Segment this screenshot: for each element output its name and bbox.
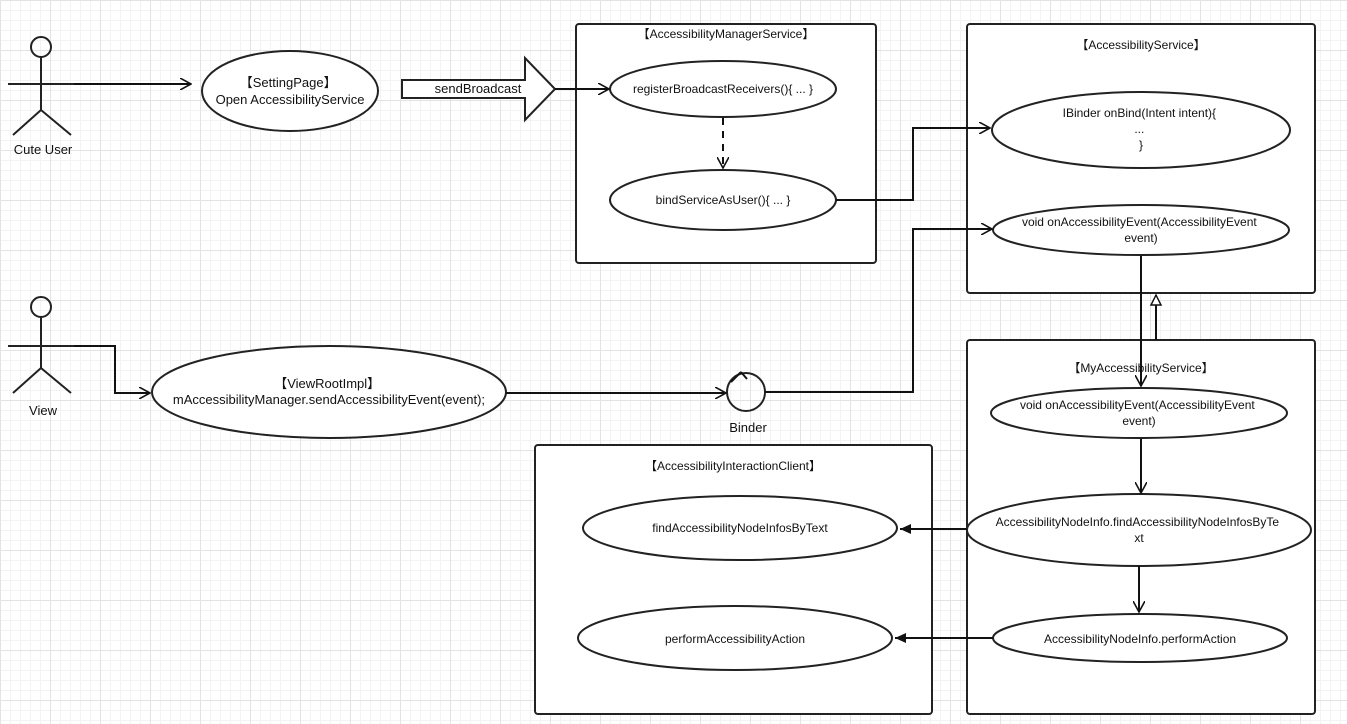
actor-view-icon (8, 296, 74, 394)
box-title-manager-service: 【AccessibilityManagerService】 (638, 27, 815, 41)
usecase-view-root-impl[interactable]: 【ViewRootImpl】 mAccessibilityManager.sen… (151, 345, 507, 439)
usecase-register-receivers-text: registerBroadcastReceivers(){ ... } (633, 82, 813, 96)
send-broadcast-label: sendBroadcast (435, 81, 522, 96)
usecase-bind-service-text: bindServiceAsUser(){ ... } (656, 193, 791, 207)
binder-arrow-icon (730, 371, 748, 383)
send-broadcast-block-arrow-icon (401, 55, 557, 123)
usecase-setting-page-text: 【SettingPage】 Open AccessibilityService (216, 75, 365, 107)
actor-view[interactable]: View (8, 296, 74, 418)
usecase-perform-action-my[interactable]: AccessibilityNodeInfo.performAction (992, 613, 1288, 663)
edge-bind-to-onbind (836, 128, 990, 201)
usecase-on-accessibility-event-service[interactable]: void onAccessibilityEvent(AccessibilityE… (992, 204, 1290, 256)
usecase-on-event-service-text: void onAccessibilityEvent(AccessibilityE… (1022, 215, 1260, 245)
box-accessibility-interaction-client[interactable]: 【AccessibilityInteractionClient】 (534, 444, 933, 715)
actor-cute-user-icon (8, 36, 74, 136)
usecase-on-accessibility-event-my[interactable]: void onAccessibilityEvent(AccessibilityE… (990, 387, 1288, 439)
usecase-find-by-text-my-text: AccessibilityNodeInfo.findAccessibilityN… (996, 515, 1283, 545)
usecase-setting-page[interactable]: 【SettingPage】 Open AccessibilityService (201, 50, 379, 132)
usecase-perform-action-my-text: AccessibilityNodeInfo.performAction (1044, 632, 1236, 646)
usecase-find-by-text-client[interactable]: findAccessibilityNodeInfosByText (582, 495, 898, 561)
usecase-register-broadcast-receivers[interactable]: registerBroadcastReceivers(){ ... } (609, 60, 837, 118)
binder-label: Binder (729, 420, 767, 435)
usecase-find-by-text-client-text: findAccessibilityNodeInfosByText (652, 521, 828, 535)
usecase-perform-action-client-text: performAccessibilityAction (665, 632, 805, 646)
usecase-on-bind[interactable]: IBinder onBind(Intent intent){ ... } (991, 91, 1291, 169)
box-title-interaction-client: 【AccessibilityInteractionClient】 (645, 459, 821, 473)
actor-cute-user-label: Cute User (14, 142, 73, 157)
usecase-on-event-my-text: void onAccessibilityEvent(AccessibilityE… (1020, 398, 1258, 428)
usecase-perform-action-client[interactable]: performAccessibilityAction (577, 605, 893, 671)
actor-cute-user[interactable]: Cute User (8, 36, 74, 157)
send-broadcast-arrow[interactable]: sendBroadcast (401, 55, 557, 123)
box-title-accessibility-service: 【AccessibilityService】 (1076, 38, 1205, 52)
usecase-find-by-text-my[interactable]: AccessibilityNodeInfo.findAccessibilityN… (966, 493, 1312, 567)
usecase-on-bind-text: IBinder onBind(Intent intent){ ... } (1063, 106, 1220, 152)
usecase-view-root-impl-text: 【ViewRootImpl】 mAccessibilityManager.sen… (173, 376, 485, 407)
edge-binder-to-onevent (765, 229, 992, 393)
actor-view-label: View (29, 403, 58, 418)
binder-interface[interactable]: Binder (726, 371, 767, 435)
usecase-bind-service-as-user[interactable]: bindServiceAsUser(){ ... } (609, 169, 837, 231)
connectors (74, 84, 1156, 643)
edge-view-to-viewrootimpl (74, 345, 150, 393)
